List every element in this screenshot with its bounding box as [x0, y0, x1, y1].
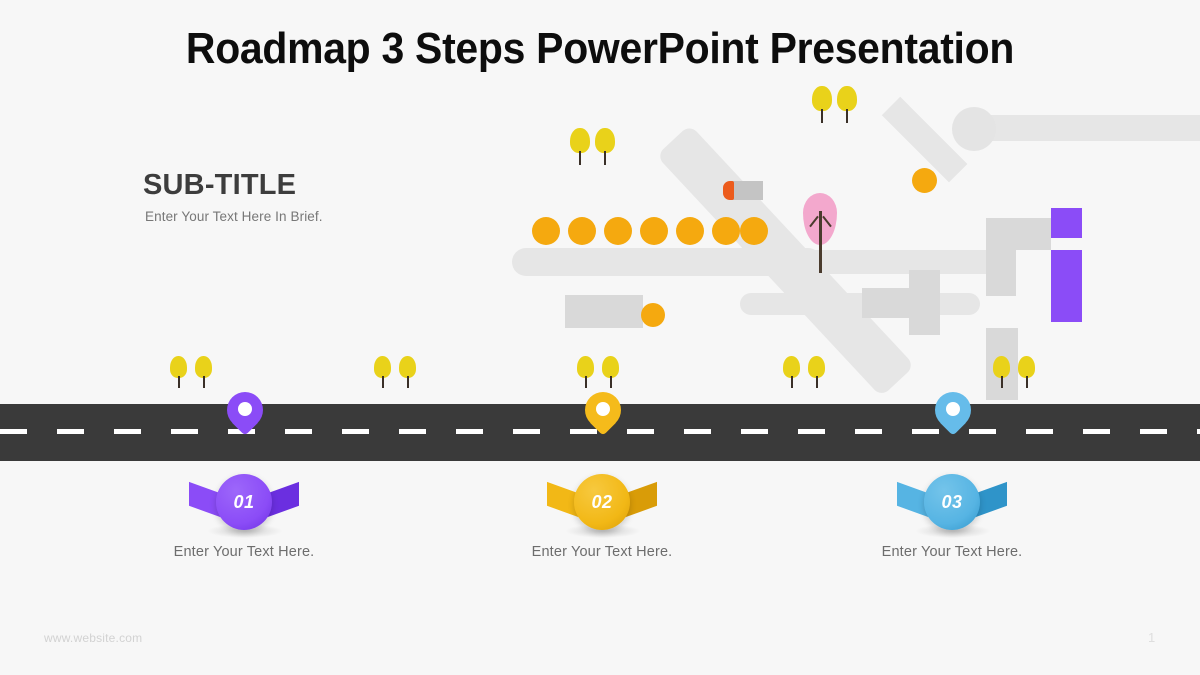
pin-center-hole	[596, 402, 610, 416]
map-pink-tree-icon	[803, 193, 839, 275]
map-bush-icon	[604, 217, 632, 245]
tree-trunk	[815, 376, 818, 388]
map-road-horizontal-top	[960, 115, 1200, 141]
subtitle-description: Enter Your Text Here In Brief.	[145, 209, 323, 225]
map-bush-icon	[740, 217, 768, 245]
map-bush-icon	[641, 303, 665, 327]
map-tree-icon	[570, 128, 590, 167]
map-bush-icon	[676, 217, 704, 245]
tree-trunk	[609, 376, 612, 388]
road-pin-marker-03[interactable]	[935, 392, 971, 440]
road-pin-marker-02[interactable]	[585, 392, 621, 440]
roadside-tree-icon	[374, 356, 391, 390]
footer-website: www.website.com	[44, 631, 143, 645]
tree-canopy	[808, 356, 825, 378]
tree-trunk	[820, 109, 824, 123]
map-road-horizontal-lower	[740, 293, 980, 315]
tree-trunk	[584, 376, 587, 388]
tree-trunk	[603, 151, 607, 165]
tree-canopy	[399, 356, 416, 378]
tree-trunk	[1025, 376, 1028, 388]
tree-canopy	[595, 128, 615, 154]
tree-canopy	[837, 86, 857, 112]
vehicle-body	[729, 181, 763, 200]
map-roundabout-icon	[952, 107, 996, 151]
map-building-accent	[1051, 250, 1082, 322]
roadside-tree-icon	[577, 356, 594, 390]
step-shadow	[915, 524, 991, 538]
tree-trunk	[790, 376, 793, 388]
step-number-badge: 03	[924, 474, 980, 530]
step-number-text: 03	[941, 491, 963, 512]
step-label: Enter Your Text Here.	[531, 544, 673, 560]
map-bush-icon	[532, 217, 560, 245]
tree-canopy	[993, 356, 1010, 378]
map-bush-icon	[640, 217, 668, 245]
roadside-tree-icon	[783, 356, 800, 390]
map-building-accent	[1051, 208, 1082, 238]
pin-center-hole	[238, 402, 252, 416]
step-number-badge: 02	[574, 474, 630, 530]
roadside-tree-icon	[993, 356, 1010, 390]
step-number-text: 02	[591, 491, 613, 512]
tree-canopy	[602, 356, 619, 378]
tree-canopy	[570, 128, 590, 154]
tree-canopy	[374, 356, 391, 378]
roadside-tree-icon	[170, 356, 187, 390]
roadside-tree-icon	[195, 356, 212, 390]
map-bush-icon	[912, 168, 937, 193]
step-number-text: 01	[233, 491, 255, 512]
map-vehicle-icon	[719, 181, 769, 201]
tree-trunk	[381, 376, 384, 388]
tree-canopy	[577, 356, 594, 378]
roadside-tree-icon	[399, 356, 416, 390]
vehicle-front	[723, 181, 734, 200]
step-shadow	[207, 524, 283, 538]
tree-trunk	[406, 376, 409, 388]
map-road-horizontal-right	[800, 250, 1000, 274]
subtitle-block: SUB-TITLE Enter Your Text Here In Brief.	[143, 169, 473, 225]
pink-tree-trunk	[819, 211, 822, 273]
map-bush-icon	[568, 217, 596, 245]
roadside-tree-icon	[602, 356, 619, 390]
subtitle-heading: SUB-TITLE	[143, 169, 297, 201]
map-tree-icon	[837, 86, 857, 125]
map-road-horizontal-main	[512, 248, 822, 276]
step-shadow	[565, 524, 641, 538]
tree-canopy	[195, 356, 212, 378]
map-building	[986, 218, 1016, 296]
map-building	[862, 288, 912, 318]
tree-trunk	[1000, 376, 1003, 388]
map-illustration	[500, 80, 1200, 400]
tree-trunk	[177, 376, 180, 388]
step-number-badge: 01	[216, 474, 272, 530]
tree-canopy	[1018, 356, 1035, 378]
footer-page-number: 1	[1148, 630, 1156, 645]
tree-canopy	[170, 356, 187, 378]
map-bush-icon	[712, 217, 740, 245]
tree-canopy	[783, 356, 800, 378]
step-label: Enter Your Text Here.	[173, 544, 315, 560]
tree-trunk	[578, 151, 582, 165]
map-tree-icon	[812, 86, 832, 125]
roadside-tree-icon	[808, 356, 825, 390]
pin-center-hole	[946, 402, 960, 416]
road-pin-marker-01[interactable]	[227, 392, 263, 440]
roadside-tree-icon	[1018, 356, 1035, 390]
map-tree-icon	[595, 128, 615, 167]
tree-canopy	[812, 86, 832, 112]
page-title: Roadmap 3 Steps PowerPoint Presentation	[185, 24, 1015, 73]
tree-trunk	[202, 376, 205, 388]
map-building	[565, 295, 643, 328]
tree-trunk	[845, 109, 849, 123]
map-building	[909, 270, 940, 335]
step-label: Enter Your Text Here.	[881, 544, 1023, 560]
